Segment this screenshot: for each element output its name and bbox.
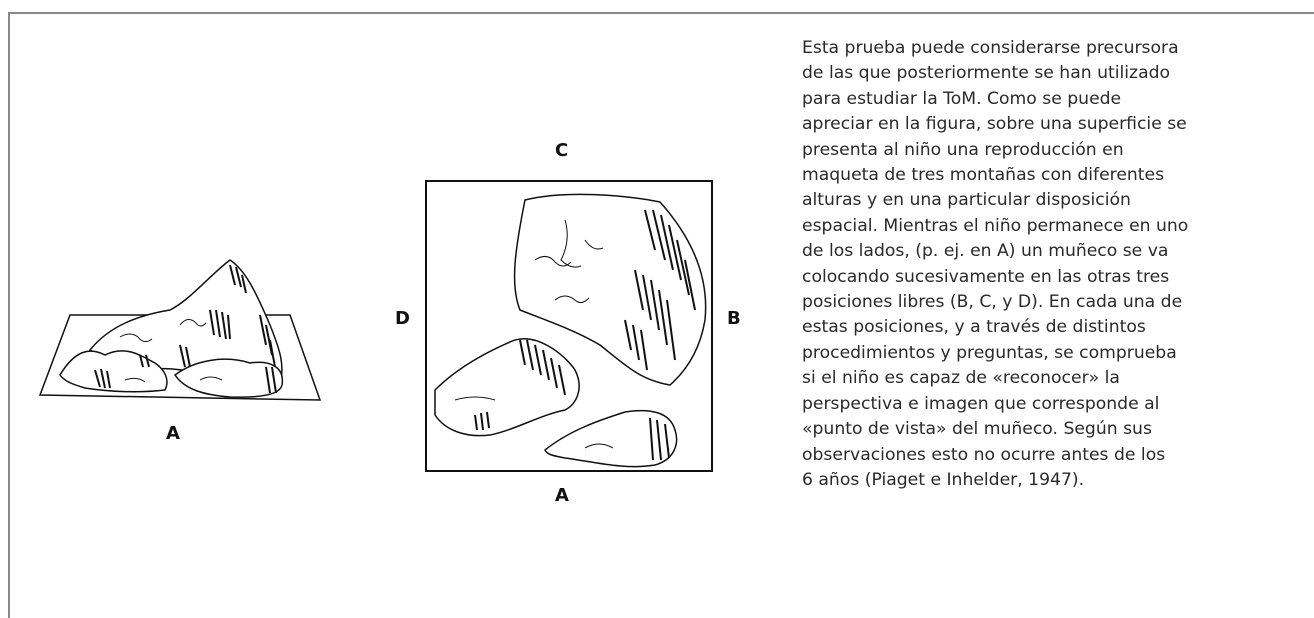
paragraph-line: posiciones libres (B, C, y D). En cada u… <box>802 292 1183 313</box>
paragraph-line: Esta prueba puede considerarse precursor… <box>802 38 1179 58</box>
paragraph-line: maqueta de tres montañas con diferentes <box>802 165 1165 186</box>
position-label-b: B <box>727 308 741 329</box>
paragraph-line: estas posiciones, y a través de distinto… <box>802 317 1146 338</box>
paragraph-line: si el niño es capaz de «reconocer» la <box>802 368 1120 389</box>
paragraph-line: de los lados, (p. ej. en A) un muñeco se… <box>802 241 1169 262</box>
frame-left-border <box>8 12 10 618</box>
paragraph-line: para estudiar la ToM. Como se puede <box>802 88 1122 109</box>
paragraph-line: «punto de vista» del muñeco. Según sus <box>802 419 1152 440</box>
mountains-top-view-drawing <box>425 180 713 472</box>
position-label-a-left: A <box>166 423 180 444</box>
paragraph-line: observaciones esto no ocurre antes de lo… <box>802 444 1166 465</box>
description-paragraph: Esta prueba puede considerarse precursor… <box>802 36 1302 493</box>
paragraph-line: perspectiva e imagen que corresponde al <box>802 393 1160 414</box>
mountains-perspective-drawing <box>38 259 322 401</box>
paragraph-line: espacial. Mientras el niño permanece en … <box>802 215 1189 236</box>
three-mountains-perspective-figure: A <box>30 255 330 455</box>
position-label-d: D <box>395 308 410 329</box>
paragraph-line: presenta al niño una reproducción en <box>802 139 1124 160</box>
paragraph-line: alturas y en una particular disposición <box>802 190 1131 211</box>
position-label-c: C <box>555 140 569 161</box>
frame-top-border <box>8 12 1314 14</box>
paragraph-line: colocando sucesivamente en las otras tre… <box>802 266 1170 287</box>
position-label-a-right: A <box>555 485 569 506</box>
paragraph-line: de las que posteriormente se han utiliza… <box>802 63 1171 84</box>
paragraph-line: apreciar en la figura, sobre una superfi… <box>802 114 1187 135</box>
three-mountains-top-view-figure: C D B A <box>385 140 745 510</box>
paragraph-line: 6 años (Piaget e Inhelder, 1947). <box>802 469 1085 490</box>
paragraph-line: procedimientos y preguntas, se comprueba <box>802 342 1177 363</box>
